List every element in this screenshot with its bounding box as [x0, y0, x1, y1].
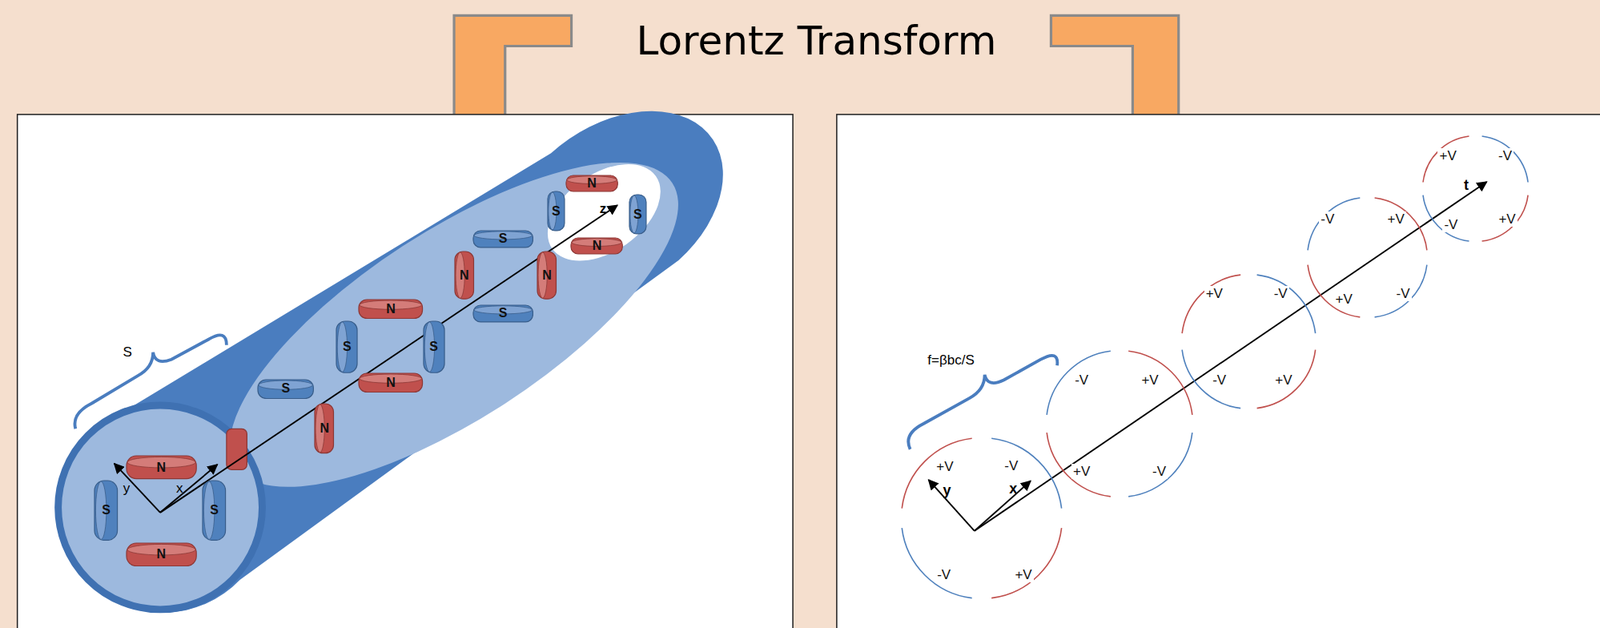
voltage-label: -V: [1496, 148, 1514, 164]
pole-letter: N: [319, 421, 330, 436]
magnet: S: [472, 304, 534, 323]
magnet: S: [93, 479, 119, 541]
magnet: N: [125, 454, 197, 480]
voltage-label: +V: [934, 458, 955, 475]
voltage-label: -V: [1318, 211, 1336, 227]
electrode-arcs: [1180, 273, 1318, 411]
voltage-label: -V: [1272, 285, 1290, 302]
magnet: S: [201, 479, 227, 541]
magnet: S: [257, 378, 314, 399]
pole-letter: N: [385, 301, 396, 317]
title: Lorentz Transform: [635, 17, 997, 65]
voltage-label: +V: [1334, 291, 1355, 307]
electrode-arcs: [1045, 349, 1194, 499]
magnet: S: [472, 229, 534, 249]
electrode-ring: -V +V +V -V: [1306, 196, 1429, 319]
electrode-ring: -V +V +V -V: [1045, 349, 1194, 499]
pole-letter: N: [156, 546, 167, 562]
voltage-label: +V: [1013, 566, 1034, 583]
voltage-label: -V: [1442, 217, 1460, 233]
voltage-label: +V: [1496, 211, 1517, 227]
pole-letter: S: [633, 207, 643, 222]
electrode-ring: +V -V -V +V: [1180, 273, 1318, 411]
magnet: N: [313, 402, 334, 455]
magnet: S: [628, 193, 648, 235]
voltage-label: -V: [935, 566, 953, 583]
voltage-label: +V: [1139, 372, 1160, 388]
magnet: N: [125, 542, 197, 567]
electrode-ring: +V -V -V +V: [1421, 134, 1530, 243]
voltage-label: +V: [1437, 148, 1458, 164]
magnet: S: [422, 320, 446, 374]
voltage-label: +V: [1071, 463, 1092, 479]
voltage-label: +V: [1273, 372, 1294, 388]
electrode-arcs: [900, 436, 1064, 600]
pole-letter: N: [385, 375, 396, 390]
pole-letter: N: [592, 238, 603, 254]
pole-letter: S: [209, 502, 219, 518]
magnet: N: [570, 237, 624, 255]
pole-letter: N: [586, 176, 597, 191]
magnet: N: [536, 250, 557, 300]
pole-letter: S: [101, 502, 111, 518]
magnet: N: [565, 174, 619, 193]
period-label: S: [123, 344, 133, 361]
pole-letter: S: [429, 339, 439, 354]
pole-letter: N: [459, 268, 470, 283]
voltage-label: -V: [1073, 372, 1090, 388]
voltage-label: +V: [1386, 211, 1407, 227]
magnet: S: [546, 190, 566, 232]
voltage-label: -V: [1150, 463, 1168, 479]
voltage-label: -V: [1394, 285, 1412, 302]
magnet: N: [357, 372, 424, 393]
frequency-label: f=βbc/S: [927, 352, 974, 369]
magnet: N: [357, 298, 424, 319]
magnet: N: [454, 250, 475, 300]
axis-label: x: [176, 480, 184, 497]
pole-letter: N: [542, 268, 552, 283]
voltage-label: -V: [1210, 372, 1228, 388]
pole-letter: S: [498, 231, 508, 246]
voltage-label: -V: [1002, 458, 1020, 474]
axis-label: y: [942, 482, 951, 499]
pole-letter: S: [498, 305, 508, 321]
axis-label: x: [1009, 480, 1018, 498]
axis-label: y: [123, 480, 131, 497]
voltage-label: +V: [1204, 285, 1225, 302]
magnet: S: [335, 320, 358, 374]
pole-letter: N: [156, 460, 167, 475]
electrode-ring: +V -V -V +V: [900, 436, 1064, 600]
axis-label: z: [599, 201, 608, 218]
pole-letter: S: [551, 204, 561, 219]
pole-letter: S: [342, 339, 352, 354]
pole-letter: S: [281, 381, 290, 396]
axis-label: t: [1463, 176, 1469, 194]
